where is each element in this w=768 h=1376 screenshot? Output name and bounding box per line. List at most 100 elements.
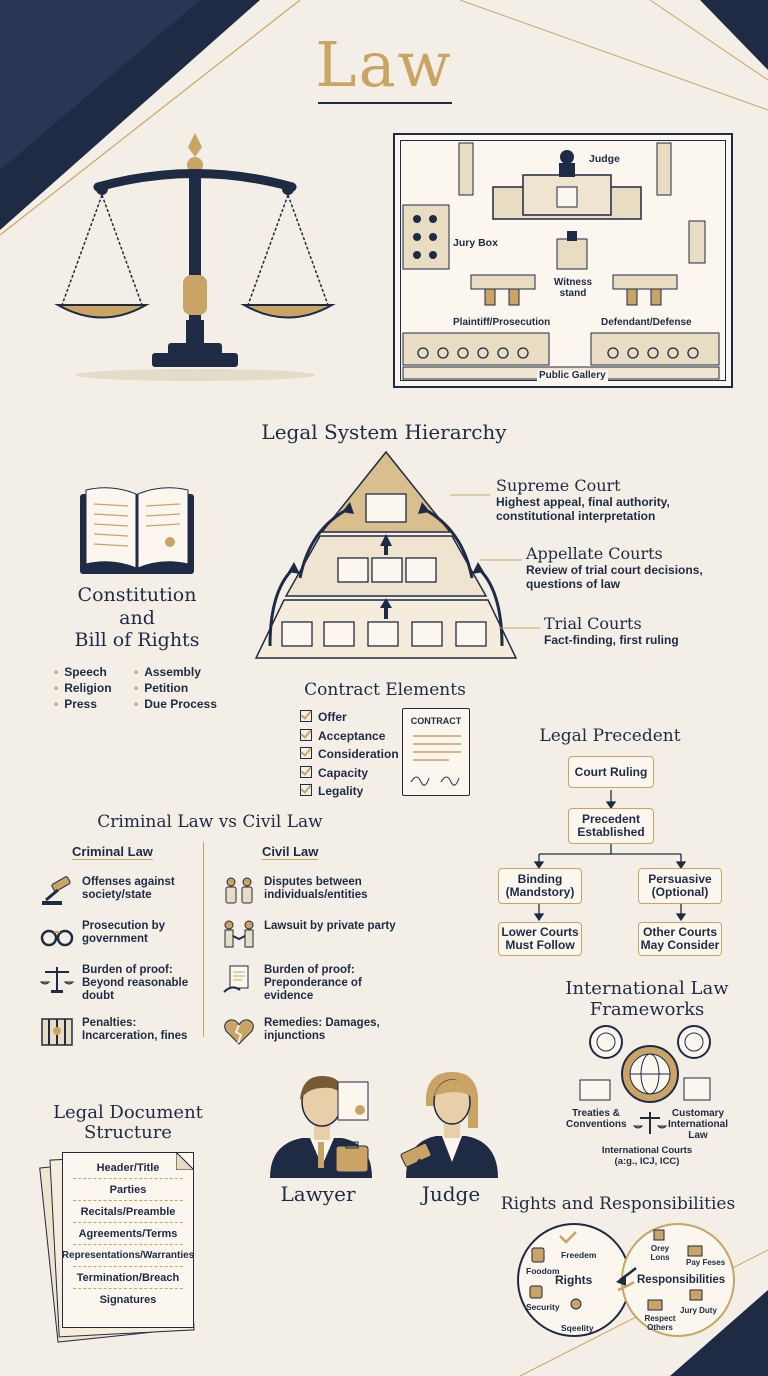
checkbox-icon: [300, 784, 312, 796]
un-emblem-icon: [677, 1025, 711, 1059]
courtroom-judge-label: Judge: [589, 153, 620, 165]
checkbox-icon: [300, 765, 312, 778]
responsibilities-label: Responsibilities: [637, 1274, 726, 1286]
lawyer-label: Lawyer: [280, 1182, 356, 1206]
contract-item: Offer: [300, 708, 399, 727]
precedent-other-courts: Other Courts May Consider: [638, 922, 722, 956]
resp-item: Jury Duty: [680, 1306, 717, 1315]
document-section: Termination/Breach: [73, 1267, 183, 1289]
right-item: Speech: [54, 664, 112, 680]
courtroom-diagram: Judge Jury Box Witness stand Plaintiff/P…: [393, 133, 733, 388]
criminal-law-title: Criminal Law: [72, 844, 153, 860]
contract-item: Legality: [300, 782, 399, 801]
rights-item: Foodom: [526, 1266, 560, 1276]
document-section: Header/Title: [73, 1157, 183, 1179]
contract-document: CONTRACT: [402, 708, 470, 796]
rights-list-col1: Speech Religion Press: [54, 664, 112, 712]
document-heading-line1: Legal Document: [53, 1102, 203, 1123]
jail-icon: [41, 1018, 73, 1046]
courtroom-jury-label: Jury Box: [453, 237, 498, 249]
criminal-law-list: Offenses against society/state Prosecuti…: [40, 876, 205, 1061]
rights-item: Security: [526, 1302, 560, 1312]
precedent-persuasive: Persuasive (Optional): [638, 868, 722, 904]
shield-icon: [531, 1247, 545, 1263]
intl-treaties: Treaties & Conventions: [566, 1108, 627, 1130]
checkbox-icon: [300, 728, 312, 741]
precedent-heading: Legal Precedent: [539, 726, 681, 746]
precedent-binding: Binding (Mandstory): [498, 868, 582, 904]
precedent-established: Precedent Established: [568, 808, 654, 844]
document-section: Signatures: [99, 1294, 157, 1306]
rights-responsibilities-diagram: [517, 1223, 735, 1337]
criminal-law-item: Burden of proof: Beyond reasonable doubt: [40, 964, 205, 1003]
criminal-law-item: Offenses against society/state: [40, 876, 205, 906]
lock-icon: [529, 1285, 543, 1299]
civil-law-title: Civil Law: [262, 844, 319, 860]
hierarchy-connector-lines: [450, 494, 540, 629]
page-title: Law: [315, 28, 453, 101]
precedent-court-ruling: Court Ruling: [568, 756, 654, 788]
hierarchy-appellate: Appellate Courts Review of trial court d…: [526, 544, 746, 591]
document-heading: Legal Document Structure: [40, 1103, 216, 1143]
right-item: Petition: [134, 680, 217, 696]
briefcase-icon: [335, 1145, 369, 1173]
document-section: Parties: [73, 1179, 183, 1201]
constitution-book-icon: [80, 487, 194, 574]
document-heading-line2: Structure: [84, 1122, 172, 1143]
civil-law-item: Lawsuit by private party: [222, 920, 412, 950]
scales-of-justice-icon: [54, 133, 336, 381]
precedent-lower-courts: Lower Courts Must Follow: [498, 922, 582, 956]
resp-item: Pay Feses: [686, 1258, 726, 1267]
right-item: Press: [54, 696, 112, 712]
hierarchy-heading: Legal System Hierarchy: [261, 420, 507, 444]
civil-law-item: Remedies: Damages, injunctions: [222, 1017, 412, 1047]
broken-heart-icon: [224, 1019, 254, 1045]
contract-item: Acceptance: [300, 727, 399, 746]
hierarchy-supreme: Supreme Court Highest appeal, final auth…: [496, 476, 736, 523]
lawyer-illustration: [270, 1076, 372, 1178]
criminal-law-item: Prosecution by government: [40, 920, 205, 950]
right-item: Assembly: [134, 664, 217, 680]
constitution-heading-line2: and: [119, 606, 155, 629]
checkbox-icon: [300, 747, 312, 759]
title-underline: [318, 102, 452, 104]
rights-label: Rights: [555, 1273, 593, 1287]
right-item: Religion: [54, 680, 111, 696]
certificate-icon: [337, 1081, 369, 1121]
supreme-court-desc: Highest appeal, final authority, constit…: [496, 495, 670, 523]
international-heading-line1: International Law: [565, 978, 729, 999]
hierarchy-trial: Trial Courts Fact-finding, first ruling: [544, 614, 754, 647]
handcuffs-icon: [40, 929, 74, 947]
people-icon: [647, 1299, 663, 1311]
crimciv-divider: [203, 842, 204, 1037]
rights-item: Freedem: [561, 1250, 597, 1260]
treaty-document-icon: [579, 1079, 611, 1101]
contract-doc-title: CONTRACT: [410, 716, 462, 726]
scales-icon: [653, 1229, 665, 1241]
crimciv-heading: Criminal Law vs Civil Law: [97, 812, 323, 832]
civil-law-list: Disputes between individuals/entities La…: [222, 876, 412, 1061]
document-section: Agreements/Terms: [73, 1223, 183, 1245]
supreme-court-name: Supreme Court: [496, 476, 621, 495]
handshake-icon: [224, 920, 254, 948]
appellate-courts-desc: Review of trial court decisions, questio…: [526, 563, 703, 591]
constitution-heading-line3: Bill of Rights: [74, 629, 200, 651]
contract-item: Consideration: [300, 745, 399, 764]
document-section: Representations/Warranties: [62, 1245, 194, 1267]
rights-list-col2: Assembly Petition Due Process: [134, 664, 217, 712]
document-hand-icon: [223, 965, 249, 993]
civil-law-item: Disputes between individuals/entities: [222, 876, 412, 906]
un-emblem-icon: [589, 1025, 623, 1059]
civil-law-item: Burden of proof: Preponderance of eviden…: [222, 964, 412, 1003]
contract-checklist: Offer Acceptance Consideration Capacity …: [300, 708, 399, 801]
constitution-heading-line1: Constitution: [77, 584, 197, 606]
courtroom-defendant-label: Defendant/Defense: [601, 317, 692, 328]
intl-courts: International Courts (a:g., ICJ, ICC): [601, 1145, 693, 1167]
contract-lines-icon: [410, 735, 461, 786]
courtroom-plaintiff-label: Plaintiff/Prosecution: [453, 317, 551, 328]
resp-item: Respect Others: [644, 1314, 676, 1332]
contract-item: Capacity: [300, 764, 399, 783]
courtroom-witness-label: Witness stand: [553, 277, 593, 299]
trial-courts-desc: Fact-finding, first ruling: [544, 633, 679, 647]
